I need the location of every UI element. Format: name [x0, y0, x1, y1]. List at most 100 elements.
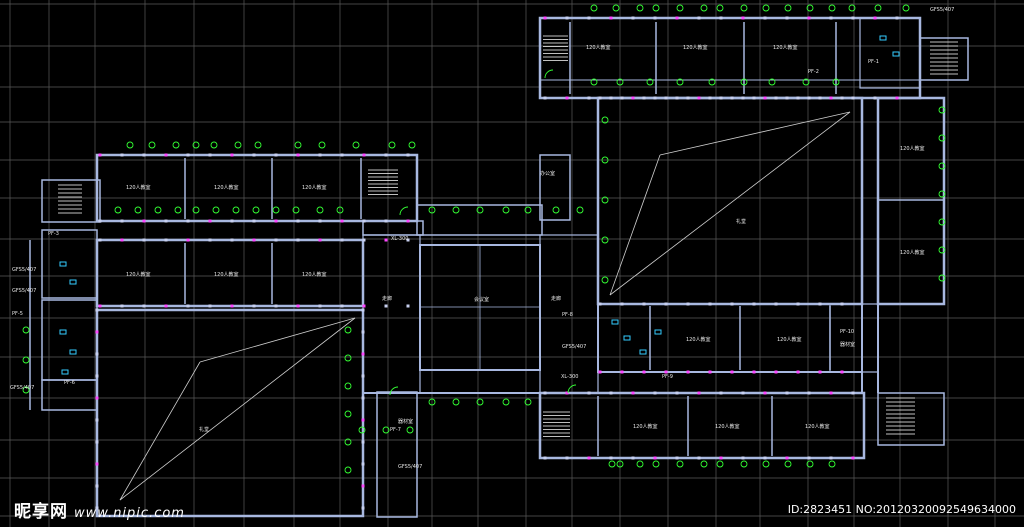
axis-bubble	[272, 206, 280, 214]
axis-bubble	[716, 4, 724, 12]
column-marker	[741, 456, 745, 460]
axis-bubble	[254, 141, 262, 149]
column-marker	[719, 456, 723, 460]
column-marker	[796, 96, 800, 100]
toilet-block	[41, 229, 98, 299]
hall-slope-line	[119, 317, 356, 501]
axis-bubble	[210, 141, 218, 149]
axis-bubble	[740, 78, 748, 86]
column-marker	[565, 16, 569, 20]
column-marker	[95, 308, 99, 312]
column-marker	[686, 96, 690, 100]
column-marker	[840, 370, 844, 374]
column-marker	[384, 304, 388, 308]
column-marker	[664, 96, 668, 100]
axis-bubble	[358, 426, 366, 434]
axis-bubble	[292, 206, 300, 214]
column-marker	[142, 304, 146, 308]
column-marker	[208, 304, 212, 308]
column-marker	[252, 219, 256, 223]
column-marker	[719, 391, 723, 395]
column-marker	[763, 391, 767, 395]
axis-bubble	[938, 190, 946, 198]
stair-enclosure	[877, 392, 945, 446]
column-marker	[587, 96, 591, 100]
column-marker	[164, 153, 168, 157]
column-marker	[774, 370, 778, 374]
corridor-label: 走廊	[382, 296, 393, 302]
axis-bubble	[134, 206, 142, 214]
column-marker	[362, 219, 366, 223]
column-marker	[763, 456, 767, 460]
right-mid-block	[597, 303, 863, 373]
fixture	[59, 261, 67, 267]
column-marker	[565, 391, 569, 395]
column-marker	[587, 16, 591, 20]
fixture	[61, 369, 69, 375]
axis-bubble	[784, 4, 792, 12]
axis-bubble	[22, 326, 30, 334]
column-marker	[741, 96, 745, 100]
axis-bubble	[740, 4, 748, 12]
stair-enclosure	[41, 179, 101, 223]
column-marker	[361, 462, 365, 466]
column-marker	[296, 219, 300, 223]
column-marker	[565, 96, 569, 100]
axis-bubble	[126, 141, 134, 149]
pf-tag: PF-5	[12, 311, 23, 317]
column-marker	[318, 304, 322, 308]
column-marker	[340, 219, 344, 223]
dim-tag: GFS5/407	[10, 385, 35, 391]
dim-tag: GFS5/407	[398, 464, 423, 470]
column-marker	[164, 304, 168, 308]
axis-bubble	[590, 4, 598, 12]
column-marker	[664, 302, 668, 306]
column-marker	[406, 304, 410, 308]
column-marker	[274, 238, 278, 242]
room-label: 120人教室	[805, 424, 830, 430]
column-marker	[361, 330, 365, 334]
office-label: 办公室	[540, 171, 556, 177]
pf-tag: PF-10	[840, 329, 855, 335]
column-marker	[818, 370, 822, 374]
column-marker	[340, 153, 344, 157]
axis-bubble	[382, 426, 390, 434]
axis-bubble	[700, 4, 708, 12]
right-column-block	[876, 96, 946, 306]
axis-bubble	[762, 4, 770, 12]
column-marker	[120, 219, 124, 223]
column-marker	[296, 153, 300, 157]
column-marker	[164, 238, 168, 242]
column-marker	[730, 302, 734, 306]
room-label: 120人教室	[214, 272, 239, 278]
axis-bubble	[938, 106, 946, 114]
column-marker	[642, 370, 646, 374]
axis-bubble	[601, 276, 609, 284]
column-marker	[318, 219, 322, 223]
pf-tag: PF-8	[562, 312, 573, 318]
column-marker	[598, 302, 602, 306]
column-marker	[697, 456, 701, 460]
fixture	[892, 51, 900, 57]
axis-bubble	[388, 141, 396, 149]
column-marker	[186, 304, 190, 308]
room-label: 120人教室	[683, 45, 708, 51]
column-marker	[895, 16, 899, 20]
hall-slope-line	[659, 111, 851, 156]
axis-bubble	[652, 4, 660, 12]
axis-bubble	[406, 426, 414, 434]
column-marker	[653, 391, 657, 395]
column-marker	[362, 304, 366, 308]
axis-bubble	[352, 141, 360, 149]
column-marker	[697, 391, 701, 395]
axis-bubble	[428, 206, 436, 214]
axis-bubble	[601, 236, 609, 244]
column-marker	[384, 238, 388, 242]
column-marker	[620, 370, 624, 374]
column-marker	[95, 484, 99, 488]
column-marker	[361, 418, 365, 422]
axis-bubble	[408, 141, 416, 149]
room-label: 120人教室	[900, 250, 925, 256]
room-label: 120人教室	[633, 424, 658, 430]
axis-bubble	[646, 78, 654, 86]
